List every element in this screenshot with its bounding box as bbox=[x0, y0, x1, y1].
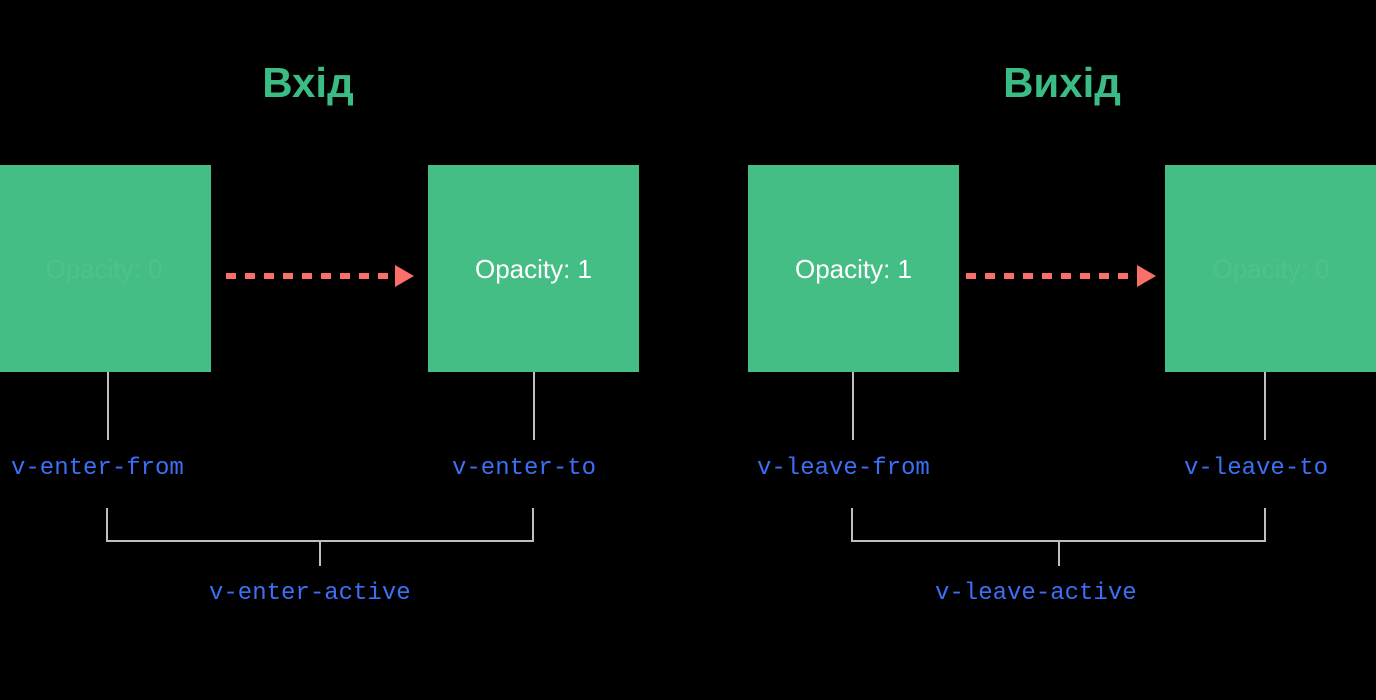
leave-active-bracket-stem bbox=[1058, 542, 1060, 566]
leave-to-state-box: Opacity: 0 bbox=[1165, 165, 1376, 372]
leave-from-state-box: Opacity: 1 bbox=[748, 165, 959, 372]
enter-arrow-head-icon bbox=[395, 265, 414, 287]
section-title-enter: Вхід bbox=[262, 59, 354, 106]
enter-active-span-bracket bbox=[106, 508, 534, 566]
leave-arrow-shaft bbox=[966, 273, 1138, 279]
enter-transition-arrow bbox=[226, 265, 414, 287]
class-label-v-leave-from: v-leave-from bbox=[757, 455, 930, 482]
enter-from-state-box-label: Opacity: 0 bbox=[45, 253, 163, 284]
class-label-v-leave-active: v-leave-active bbox=[935, 580, 1137, 607]
leave-from-state-box-label: Opacity: 1 bbox=[794, 253, 913, 284]
class-label-v-enter-from: v-enter-from bbox=[11, 455, 184, 482]
enter-to-state-box: Opacity: 1 bbox=[428, 165, 639, 372]
class-label-v-leave-to: v-leave-to bbox=[1184, 455, 1329, 482]
leave-active-span-bracket bbox=[851, 508, 1266, 566]
enter-to-leader-line bbox=[533, 372, 535, 440]
enter-from-state-box: Opacity: 0 bbox=[0, 165, 211, 372]
class-label-v-enter-to: v-enter-to bbox=[452, 455, 597, 482]
enter-active-bracket-stem bbox=[319, 542, 321, 566]
enter-from-leader-line bbox=[107, 372, 109, 440]
leave-transition-arrow bbox=[966, 265, 1156, 287]
enter-to-state-box-label: Opacity: 1 bbox=[474, 253, 593, 284]
leave-from-leader-line bbox=[852, 372, 854, 440]
leave-to-leader-line bbox=[1264, 372, 1266, 440]
enter-arrow-shaft bbox=[226, 273, 396, 279]
section-title-leave: Вихід bbox=[1003, 59, 1121, 106]
class-label-v-enter-active: v-enter-active bbox=[209, 580, 411, 607]
leave-arrow-head-icon bbox=[1137, 265, 1156, 287]
leave-to-state-box-label: Opacity: 0 bbox=[1212, 253, 1330, 284]
